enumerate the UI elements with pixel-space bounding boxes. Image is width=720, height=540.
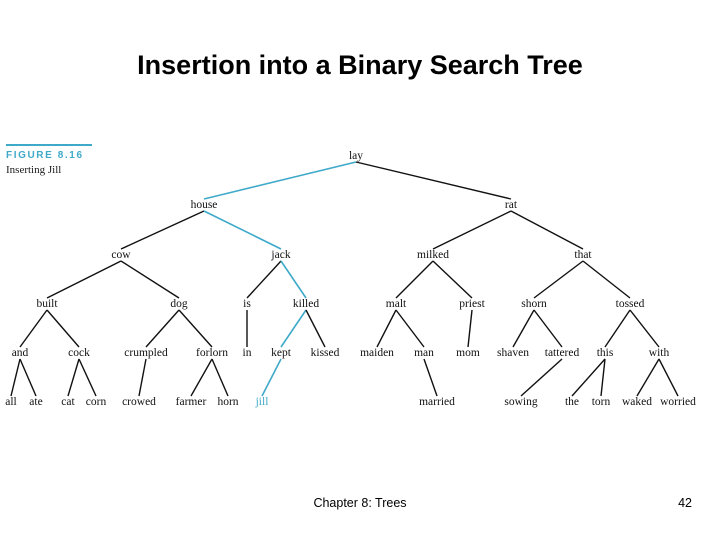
tree-edge: [46, 260, 122, 299]
tree-edge: [67, 358, 80, 397]
tree-edge: [582, 260, 631, 299]
tree-edge: [376, 309, 397, 348]
tree-node-shaven: shaven: [497, 347, 529, 359]
tree-node-cock: cock: [68, 347, 90, 359]
tree-node-corn: corn: [85, 396, 107, 408]
tree-edge: [432, 210, 512, 250]
tree-edge: [355, 161, 512, 200]
tree-node-rat: rat: [504, 199, 518, 211]
tree-node-worried: worried: [660, 396, 696, 408]
tree-node-tossed: tossed: [615, 298, 645, 310]
tree-edge: [203, 210, 282, 250]
tree-node-mom: mom: [456, 347, 480, 359]
tree-node-the: the: [564, 396, 580, 408]
tree-node-man: man: [414, 347, 434, 359]
tree-edge: [629, 309, 660, 348]
tree-node-lay: lay: [348, 150, 364, 162]
tree-edge: [120, 260, 180, 299]
tree-node-forlorn: forlorn: [196, 347, 228, 359]
tree-node-sowing: sowing: [504, 396, 538, 408]
tree-edge: [520, 358, 563, 397]
page-title: Insertion into a Binary Search Tree: [137, 50, 583, 80]
tree-edge: [261, 358, 282, 397]
tree-node-house: house: [190, 199, 218, 211]
tree-edge: [604, 309, 631, 348]
tree-node-with: with: [648, 347, 670, 359]
tree-edge: [120, 210, 205, 250]
tree-edge: [19, 358, 37, 397]
tree-node-that: that: [574, 249, 592, 261]
tree-edge: [19, 309, 48, 348]
tree-edge: [280, 309, 307, 348]
tree-node-this: this: [596, 347, 614, 359]
tree-node-dog: dog: [170, 298, 188, 310]
figure-number-label: FIGURE 8.16: [6, 150, 84, 161]
tree-edge: [305, 309, 326, 348]
tree-edge: [512, 309, 535, 348]
tree-node-tattered: tattered: [544, 347, 580, 359]
footer-chapter-label: Chapter 8: Trees: [313, 496, 407, 510]
tree-edge: [533, 260, 584, 299]
tree-node-priest: priest: [459, 298, 485, 310]
binary-search-tree-diagram: lay house rat cow jack milked that built dog is ki…: [0, 140, 720, 430]
tree-node-torn: torn: [591, 396, 611, 408]
tree-edge: [510, 210, 584, 250]
tree-edge: [432, 260, 473, 299]
tree-node-crumpled: crumpled: [124, 347, 168, 359]
tree-node-in: in: [242, 347, 252, 359]
tree-node-jill: jill: [255, 396, 269, 408]
tree-node-all: all: [5, 396, 17, 408]
tree-edge: [203, 161, 357, 200]
tree-edge: [145, 309, 180, 348]
tree-node-built: built: [36, 298, 58, 310]
tree-node-kissed: kissed: [310, 347, 340, 359]
tree-node-is: is: [243, 298, 251, 310]
tree-edge: [10, 358, 21, 397]
tree-edge: [46, 309, 80, 348]
tree-edge: [138, 358, 147, 397]
tree-edge: [395, 309, 425, 348]
tree-node-malt: malt: [385, 298, 407, 310]
tree-edge: [467, 309, 473, 348]
tree-edge: [280, 260, 307, 299]
tree-edge: [423, 358, 438, 397]
tree-edge: [395, 260, 434, 299]
tree-edge: [178, 309, 213, 348]
tree-node-jack: jack: [271, 249, 291, 261]
tree-node-crowed: crowed: [122, 396, 156, 408]
tree-node-milked: milked: [417, 249, 449, 261]
tree-node-killed: killed: [292, 298, 320, 310]
tree-edge: [571, 358, 606, 397]
tree-edge: [246, 260, 282, 299]
tree-node-cow: cow: [111, 249, 131, 261]
tree-node-maiden: maiden: [360, 347, 394, 359]
tree-node-cat: cat: [61, 396, 75, 408]
tree-edge: [636, 358, 660, 397]
figure-caption-text: Inserting Jill: [6, 164, 62, 176]
tree-node-horn: horn: [217, 396, 239, 408]
tree-node-waked: waked: [621, 396, 653, 408]
tree-edge: [78, 358, 97, 397]
tree-node-farmer: farmer: [175, 396, 207, 408]
footer-page-number: 42: [678, 496, 692, 510]
tree-edge: [533, 309, 563, 348]
tree-edge: [211, 358, 229, 397]
tree-edges-layer: [10, 161, 679, 397]
tree-edge: [658, 358, 679, 397]
tree-edge: [600, 358, 606, 397]
tree-node-shorn: shorn: [521, 298, 547, 310]
tree-node-kept: kept: [271, 347, 291, 359]
tree-node-and: and: [11, 347, 29, 359]
figure-caption-block: FIGURE 8.16 Inserting Jill: [6, 144, 126, 176]
tree-node-ate: ate: [29, 396, 43, 408]
figure-rule-divider: [6, 144, 92, 146]
tree-node-married: married: [419, 396, 455, 408]
tree-edge: [190, 358, 213, 397]
